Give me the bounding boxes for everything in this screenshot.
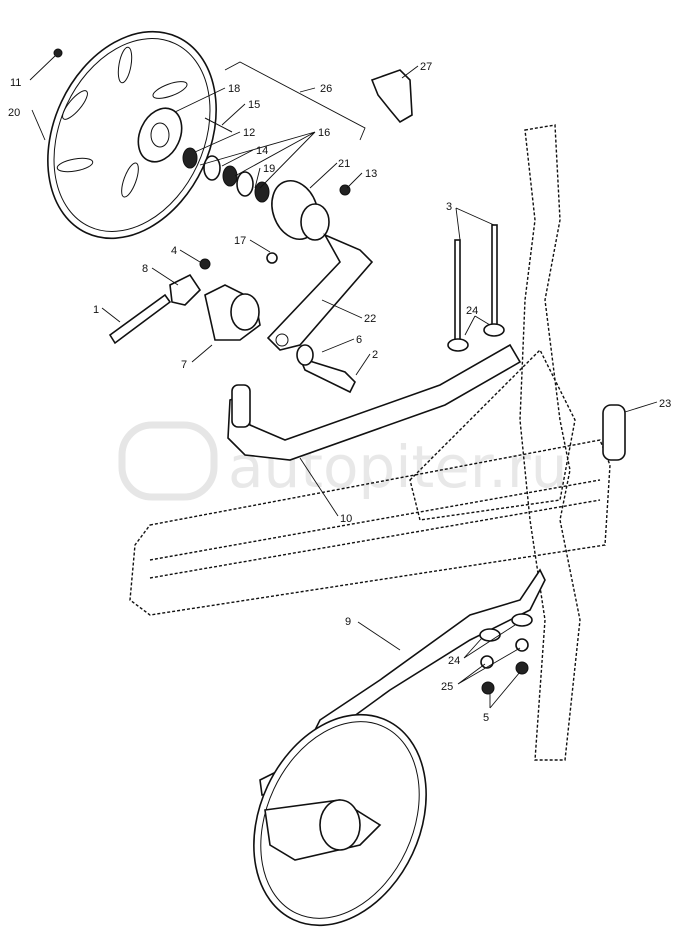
callout-23: 23	[659, 398, 671, 410]
callout-labels: 11 20 18 15 12 16 14 19 26 27 21 13 17 4…	[8, 61, 671, 724]
arm-upper	[227, 224, 626, 461]
callout-21: 21	[338, 158, 350, 170]
callout-4: 4	[171, 245, 177, 257]
callout-10: 10	[340, 513, 352, 525]
callout-2: 2	[372, 349, 378, 361]
callout-3: 3	[446, 201, 452, 213]
callout-13: 13	[365, 168, 377, 180]
callout-22: 22	[364, 313, 376, 325]
callout-20: 20	[8, 107, 20, 119]
callout-27: 27	[420, 61, 432, 73]
leader-lines	[29, 55, 658, 709]
callout-5: 5	[483, 712, 489, 724]
disc-top	[47, 30, 217, 240]
callout-24-upper: 24	[466, 305, 478, 317]
mount-parts	[108, 258, 356, 394]
callout-24-lower: 24	[448, 655, 460, 667]
callout-12: 12	[243, 127, 255, 139]
callout-18: 18	[228, 83, 240, 95]
callout-11: 11	[10, 77, 21, 89]
bearing-stack	[182, 117, 270, 203]
callout-1: 1	[93, 304, 99, 316]
frame-beam	[129, 124, 611, 761]
callout-25: 25	[441, 681, 453, 693]
callout-14: 14	[256, 145, 268, 157]
callout-16: 16	[318, 127, 330, 139]
callout-19: 19	[263, 163, 275, 175]
arm-lower	[253, 568, 546, 927]
callout-17: 17	[234, 235, 246, 247]
callout-8: 8	[142, 263, 148, 275]
callout-26: 26	[320, 83, 332, 95]
callout-7: 7	[181, 359, 187, 371]
callout-15: 15	[248, 99, 260, 111]
callout-6: 6	[356, 334, 362, 346]
callout-9: 9	[345, 616, 351, 628]
hub-and-crank	[266, 69, 413, 351]
